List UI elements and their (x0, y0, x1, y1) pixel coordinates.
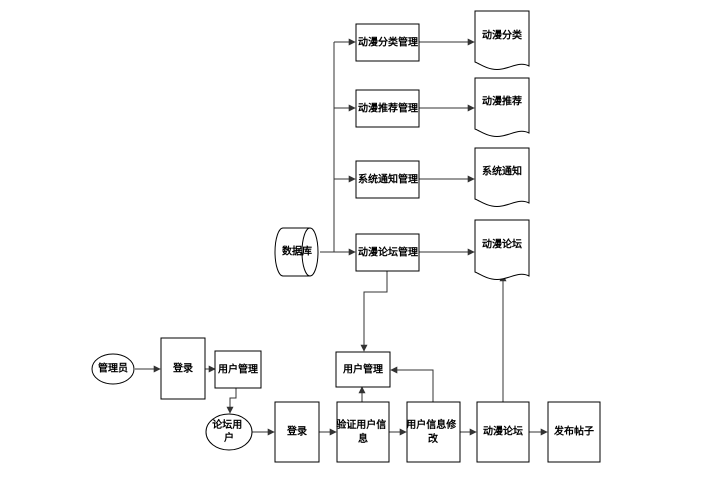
recommend-mgmt-label: 动漫推荐管理 (358, 102, 418, 115)
category-mgmt-node: 动漫分类管理 (355, 23, 420, 62)
forum-user-label-line2: 户 (223, 431, 234, 444)
user-login-label: 登录 (286, 425, 307, 438)
doc-notice-label: 系统通知 (482, 165, 522, 178)
arrow-forum-mgmt-to-user-mgmt (360, 271, 388, 352)
modify-user-label: 用户信息修 改 (405, 418, 459, 445)
notice-mgmt-label: 系统通知管理 (358, 173, 418, 186)
forum-user-label-line1: 论坛用 (212, 418, 242, 431)
forum-user-label: 论坛用 户 (212, 418, 245, 444)
admin-login-node: 登录 (160, 337, 206, 400)
connectors (135, 38, 548, 436)
admin-user-mgmt-node: 用户管理 (214, 350, 262, 389)
admin-user-mgmt-label: 用户管理 (217, 363, 258, 376)
forum-mgmt-label: 动漫论坛管理 (358, 246, 418, 259)
admin-node: 管理员 (91, 353, 135, 385)
doc-forum-label: 动漫论坛 (482, 238, 522, 251)
user-login-node: 登录 (274, 401, 320, 463)
verify-user-label-line1: 验证用户信 (336, 418, 386, 431)
doc-forum-node: 动漫论坛 (474, 219, 530, 280)
publish-post-label: 发布帖子 (553, 425, 594, 438)
modify-user-label-line2: 改 (428, 432, 439, 445)
category-mgmt-label: 动漫分类管理 (358, 36, 418, 49)
forum-process-label: 动漫论坛 (483, 425, 523, 438)
admin-label: 管理员 (98, 362, 128, 375)
database-label: 数据库 (282, 245, 312, 258)
center-user-mgmt-node: 用户管理 (335, 351, 391, 388)
recommend-mgmt-node: 动漫推荐管理 (355, 89, 420, 128)
modify-user-label-line1: 用户信息修 (405, 418, 457, 431)
forum-mgmt-node: 动漫论坛管理 (355, 233, 420, 272)
notice-mgmt-node: 系统通知管理 (355, 160, 420, 199)
doc-notice-node: 系统通知 (474, 147, 530, 207)
arrow-modify-usermgmt (390, 366, 434, 402)
doc-recommend-label: 动漫推荐 (482, 95, 522, 108)
forum-user-node: 论坛用 户 (205, 413, 253, 451)
arrow-usermgmt-forumuser (226, 388, 237, 414)
verify-user-label: 验证用户信 息 (336, 418, 389, 445)
forum-process-node: 动漫论坛 (476, 401, 530, 463)
doc-recommend-node: 动漫推荐 (474, 77, 530, 137)
publish-post-node: 发布帖子 (547, 401, 601, 463)
doc-category-node: 动漫分类 (474, 10, 530, 70)
modify-user-node: 用户信息修 改 (405, 401, 461, 463)
center-user-mgmt-label: 用户管理 (342, 363, 383, 376)
admin-login-label: 登录 (172, 362, 193, 375)
database-node: 数据库 (274, 227, 319, 277)
verify-user-label-line2: 息 (358, 432, 368, 445)
doc-category-label: 动漫分类 (482, 29, 522, 42)
verify-user-node: 验证用户信 息 (336, 401, 390, 463)
